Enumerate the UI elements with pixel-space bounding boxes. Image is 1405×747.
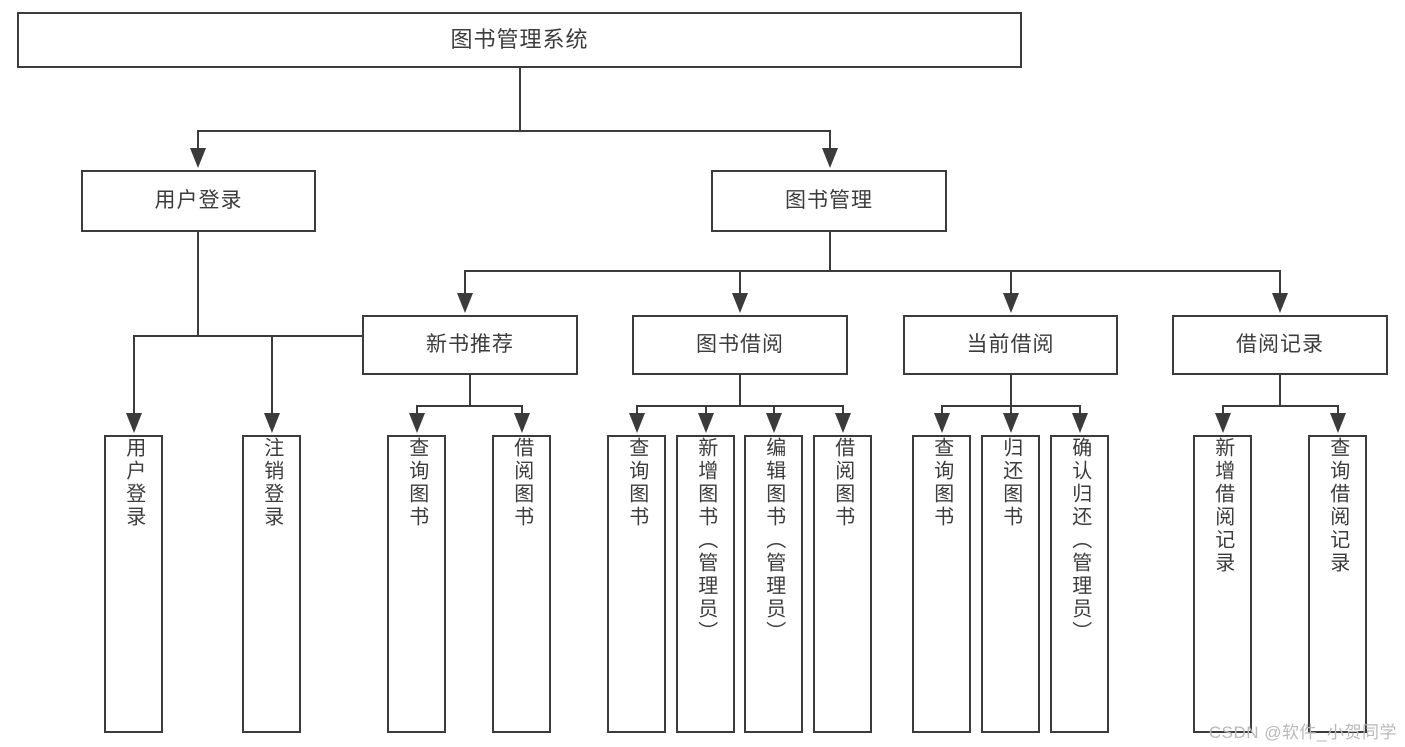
connector-root-to-book-manage: [829, 130, 831, 150]
connector-to-leaf-confirm-return: [1079, 405, 1081, 415]
leaf-borrow-book[interactable]: 借阅图书: [813, 435, 872, 733]
connector-new-book-stem: [469, 375, 471, 405]
node-current-borrow[interactable]: 当前借阅: [903, 315, 1118, 375]
csdn-watermark: CSDN @软件_小贺同学: [1208, 723, 1397, 742]
node-label: 查询图书: [625, 437, 648, 529]
connector-to-leaf-edit-book: [773, 405, 775, 415]
connector-to-leaf-logout: [271, 335, 273, 415]
node-label: 新书推荐: [426, 332, 514, 356]
connector-to-leaf-add-book: [705, 405, 707, 415]
node-label: 借阅图书: [510, 437, 533, 529]
node-label: 当前借阅: [966, 332, 1055, 356]
arrowhead-icon: [1272, 293, 1288, 313]
node-label: 注销登录: [260, 437, 283, 529]
node-root-system[interactable]: 图书管理系统: [17, 12, 1022, 68]
connector-new-book-bus: [416, 405, 521, 407]
arrowhead-icon: [190, 148, 206, 168]
node-label: 图书借阅: [696, 332, 784, 356]
leaf-query-borrow-record[interactable]: 查询借阅记录: [1308, 435, 1367, 733]
arrowhead-icon: [766, 413, 782, 433]
connector-to-leaf-query-book-1: [416, 405, 418, 415]
node-label: 查询图书: [930, 437, 953, 529]
connector-borrow-records-bus: [1222, 405, 1337, 407]
node-borrow-records[interactable]: 借阅记录: [1172, 315, 1388, 375]
connector-book-borrow-bus: [636, 405, 843, 407]
leaf-query-book-borrow[interactable]: 查询图书: [607, 435, 666, 733]
connector-root-bus: [197, 130, 831, 132]
arrowhead-icon: [822, 148, 838, 168]
node-new-book-recommend[interactable]: 新书推荐: [362, 315, 578, 375]
node-label: 图书管理系统: [450, 27, 589, 53]
node-book-management[interactable]: 图书管理: [711, 170, 947, 232]
connector-to-leaf-return-book: [1010, 405, 1012, 415]
node-label: 查询借阅记录: [1326, 437, 1349, 575]
node-user-login[interactable]: 用户登录: [81, 170, 316, 232]
connector-to-leaf-borrow-book-2: [842, 405, 844, 415]
node-label: 用户登录: [122, 437, 145, 529]
arrowhead-icon: [732, 293, 748, 313]
connector-to-borrow-records: [1279, 270, 1281, 295]
connector-to-leaf-add-record: [1222, 405, 1224, 415]
connector-level3-bus: [464, 270, 1280, 272]
arrowhead-icon: [264, 413, 280, 433]
connector-root-stem: [519, 68, 521, 130]
node-book-borrow[interactable]: 图书借阅: [632, 315, 848, 375]
node-label: 确认归还（管理员）: [1068, 437, 1091, 644]
arrowhead-icon: [835, 413, 851, 433]
arrowhead-icon: [1072, 413, 1088, 433]
connector-to-new-book: [464, 270, 466, 295]
leaf-add-borrow-record[interactable]: 新增借阅记录: [1193, 435, 1252, 733]
connector-book-manage-stem: [829, 232, 831, 270]
leaf-return-book[interactable]: 归还图书: [981, 435, 1040, 733]
arrowhead-icon: [1330, 413, 1346, 433]
leaf-logout[interactable]: 注销登录: [242, 435, 301, 733]
connector-current-borrow-stem: [1010, 375, 1012, 405]
leaf-add-book-admin[interactable]: 新增图书（管理员）: [676, 435, 735, 733]
connector-book-borrow-stem: [739, 375, 741, 405]
node-label: 借阅记录: [1236, 332, 1324, 356]
arrowhead-icon: [698, 413, 714, 433]
node-label: 借阅图书: [831, 437, 854, 529]
node-label: 新增借阅记录: [1211, 437, 1234, 575]
connector-to-book-borrow: [739, 270, 741, 295]
node-label: 归还图书: [999, 437, 1022, 529]
node-label: 新增图书（管理员）: [694, 437, 717, 644]
arrowhead-icon: [1215, 413, 1231, 433]
leaf-query-book-current[interactable]: 查询图书: [912, 435, 971, 733]
connector-to-leaf-query-book-3: [941, 405, 943, 415]
arrowhead-icon: [409, 413, 425, 433]
arrowhead-icon: [126, 413, 142, 433]
connector-to-leaf-query-record: [1337, 405, 1339, 415]
connector-user-login-bus: [133, 335, 403, 337]
leaf-borrow-book-recommend[interactable]: 借阅图书: [492, 435, 551, 733]
arrowhead-icon: [1003, 293, 1019, 313]
node-label: 用户登录: [154, 188, 243, 212]
arrowhead-icon: [629, 413, 645, 433]
node-label: 编辑图书（管理员）: [762, 437, 785, 644]
connector-to-leaf-query-book-2: [636, 405, 638, 415]
arrowhead-icon: [457, 293, 473, 313]
connector-borrow-records-stem: [1279, 375, 1281, 405]
node-label: 查询图书: [405, 437, 428, 529]
leaf-confirm-return-admin[interactable]: 确认归还（管理员）: [1050, 435, 1109, 733]
leaf-query-book-recommend[interactable]: 查询图书: [387, 435, 446, 733]
arrowhead-icon: [514, 413, 530, 433]
connector-root-to-user-login: [197, 130, 199, 150]
connector-to-leaf-user-login: [133, 335, 135, 415]
arrowhead-icon: [934, 413, 950, 433]
connector-user-login-stem: [197, 232, 199, 335]
leaf-user-login[interactable]: 用户登录: [104, 435, 163, 733]
connector-to-leaf-borrow-book-1: [521, 405, 523, 415]
connector-to-current-borrow: [1010, 270, 1012, 295]
arrowhead-icon: [1003, 413, 1019, 433]
leaf-edit-book-admin[interactable]: 编辑图书（管理员）: [744, 435, 803, 733]
node-label: 图书管理: [785, 188, 873, 212]
